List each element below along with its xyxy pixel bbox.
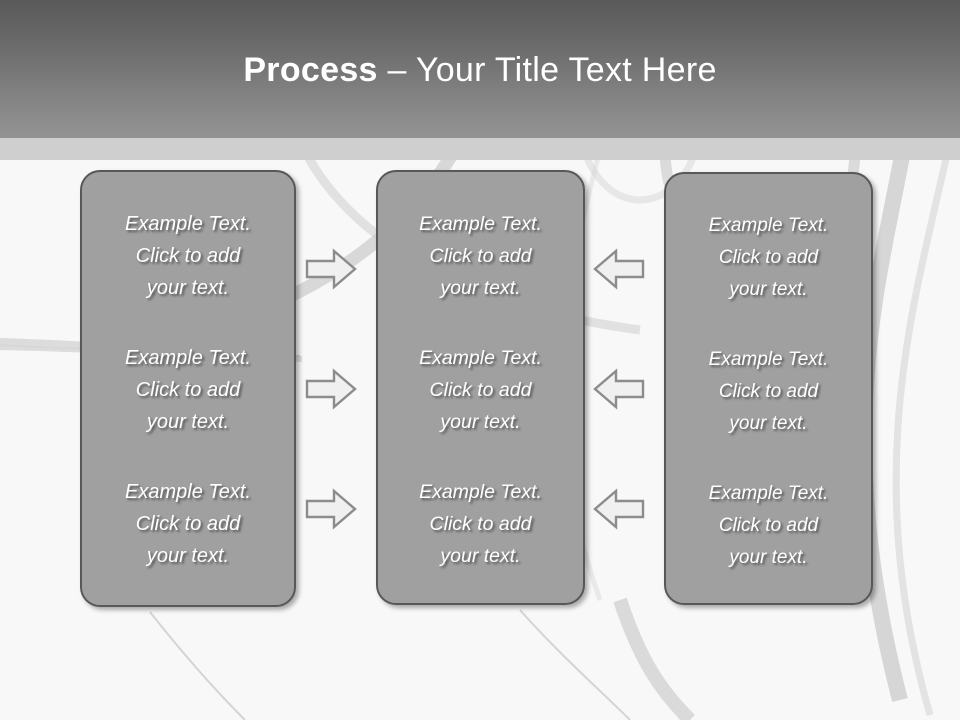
process-text-right-1: Example Text. Click to add your text.	[708, 215, 829, 300]
page-title-light: Your Title Text Here	[415, 51, 717, 89]
process-box-left[interactable]: Example Text. Click to add your text. Ex…	[80, 170, 296, 607]
process-box-right[interactable]: Example Text. Click to add your text. Ex…	[664, 172, 873, 605]
header-secondary-band	[0, 138, 960, 160]
header-band	[0, 0, 960, 138]
process-text-left-3: Example Text. Click to add your text.	[125, 481, 251, 567]
process-box-middle[interactable]: Example Text. Click to add your text. Ex…	[376, 170, 585, 605]
arrow-right-icon-1	[305, 248, 357, 290]
process-text-middle-1: Example Text. Click to add your text.	[419, 213, 542, 299]
arrow-left-icon-2	[593, 368, 645, 410]
arrow-left-icon-3	[593, 488, 645, 530]
process-text-left-2: Example Text. Click to add your text.	[125, 347, 251, 433]
page-title: Process – Your Title Text Here	[0, 48, 960, 92]
process-text-middle-3: Example Text. Click to add your text.	[419, 481, 542, 567]
process-text-right-3: Example Text. Click to add your text.	[708, 483, 829, 568]
process-text-right-2: Example Text. Click to add your text.	[708, 349, 829, 434]
process-text-left-1: Example Text. Click to add your text.	[125, 213, 251, 299]
arrow-right-icon-2	[305, 368, 357, 410]
page-title-bold: Process	[243, 51, 378, 89]
process-text-middle-2: Example Text. Click to add your text.	[419, 347, 542, 433]
page-title-separator: –	[377, 51, 416, 89]
arrow-right-icon-3	[305, 488, 357, 530]
arrow-left-icon-1	[593, 248, 645, 290]
